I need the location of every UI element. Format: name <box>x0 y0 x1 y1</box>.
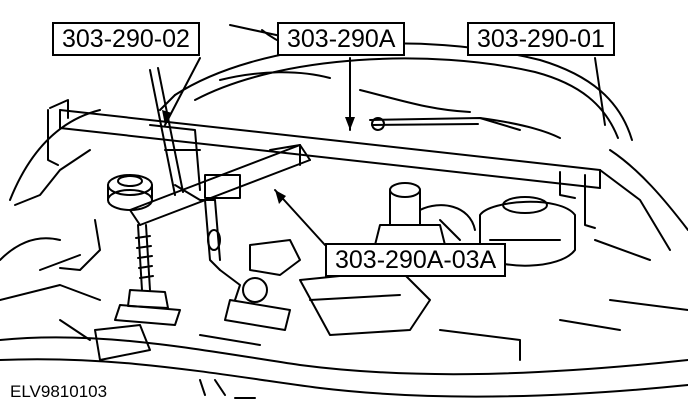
left-bracket <box>149 67 216 201</box>
callout-tool-d: 303-290A-03A <box>325 243 507 277</box>
callout-tool-c: 303-290-01 <box>467 22 615 56</box>
reservoir-cap <box>107 174 153 211</box>
cross-bar <box>129 144 311 226</box>
figure-id: ELV9810103 <box>10 382 108 401</box>
callout-arrowheads <box>162 110 355 204</box>
callout-tool-b: 303-290A <box>277 22 406 56</box>
threaded-hook <box>114 224 181 326</box>
master-cylinder <box>374 182 446 246</box>
callout-tool-a: 303-290-02 <box>52 22 200 56</box>
engine-components <box>39 204 476 361</box>
lift-chain <box>204 199 241 301</box>
right-fender <box>594 149 688 311</box>
support-bar <box>47 99 601 229</box>
wiper <box>369 117 521 131</box>
left-fender <box>0 109 101 301</box>
front-grille <box>0 319 688 399</box>
